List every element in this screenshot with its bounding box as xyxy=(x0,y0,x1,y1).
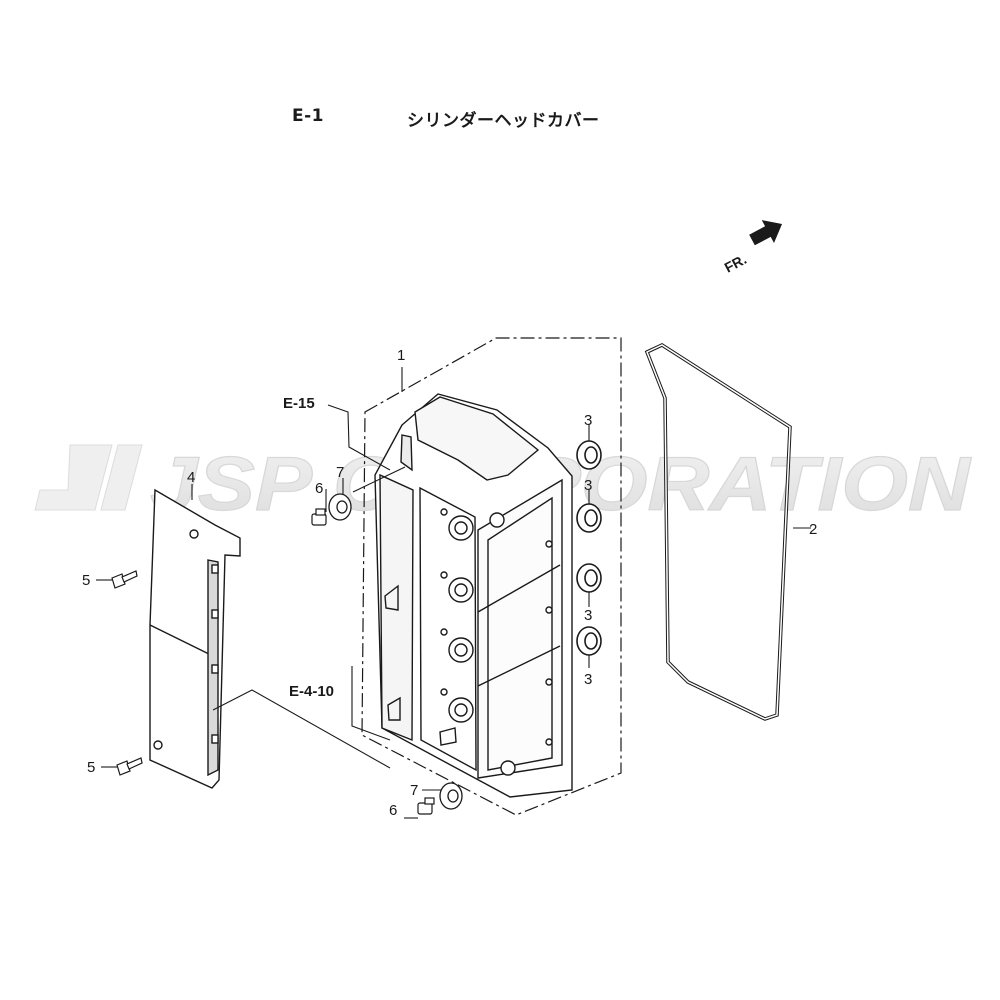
bolt-part-6-lower xyxy=(417,797,435,815)
gasket-part-2 xyxy=(644,343,792,721)
callout-part-3: 3 xyxy=(584,671,592,688)
callout-part-4: 4 xyxy=(187,469,195,486)
callout-part-2: 2 xyxy=(809,521,817,538)
reference-e4-10: E-4-10 xyxy=(289,683,334,700)
callout-part-5: 5 xyxy=(82,572,90,589)
reference-e15: E-15 xyxy=(283,395,315,412)
leader-lines xyxy=(96,367,811,819)
grommet-part-7-lower xyxy=(439,782,463,810)
callouts: 1 2 3 3 3 3 4 5 5 6 6 7 7 xyxy=(82,347,817,819)
bolt-part-5-lower xyxy=(116,757,143,776)
grommet-part-7-upper xyxy=(328,493,352,521)
page-code: E-1 xyxy=(292,106,324,126)
bolt-part-6-upper xyxy=(311,508,327,526)
side-cover-part-4 xyxy=(149,488,241,789)
reference-labels: E-15 E-4-10 xyxy=(283,395,334,700)
callout-part-6: 6 xyxy=(315,480,323,497)
callout-part-3: 3 xyxy=(584,477,592,494)
seal-part-3 xyxy=(576,440,602,656)
callout-part-3: 3 xyxy=(584,412,592,429)
callout-part-3: 3 xyxy=(584,607,592,624)
bolt-part-5-upper xyxy=(111,570,138,589)
head-cover-part-1 xyxy=(374,393,573,798)
callout-part-7: 7 xyxy=(336,464,344,481)
callout-part-5: 5 xyxy=(87,759,95,776)
page-title: シリンダーヘッドカバー xyxy=(407,111,600,131)
callout-part-1: 1 xyxy=(397,347,405,364)
front-label: FR. xyxy=(722,251,749,276)
callout-part-6: 6 xyxy=(389,802,397,819)
assembly-boundary xyxy=(361,337,622,816)
front-arrow-icon xyxy=(749,220,783,246)
callout-part-7: 7 xyxy=(410,782,418,799)
